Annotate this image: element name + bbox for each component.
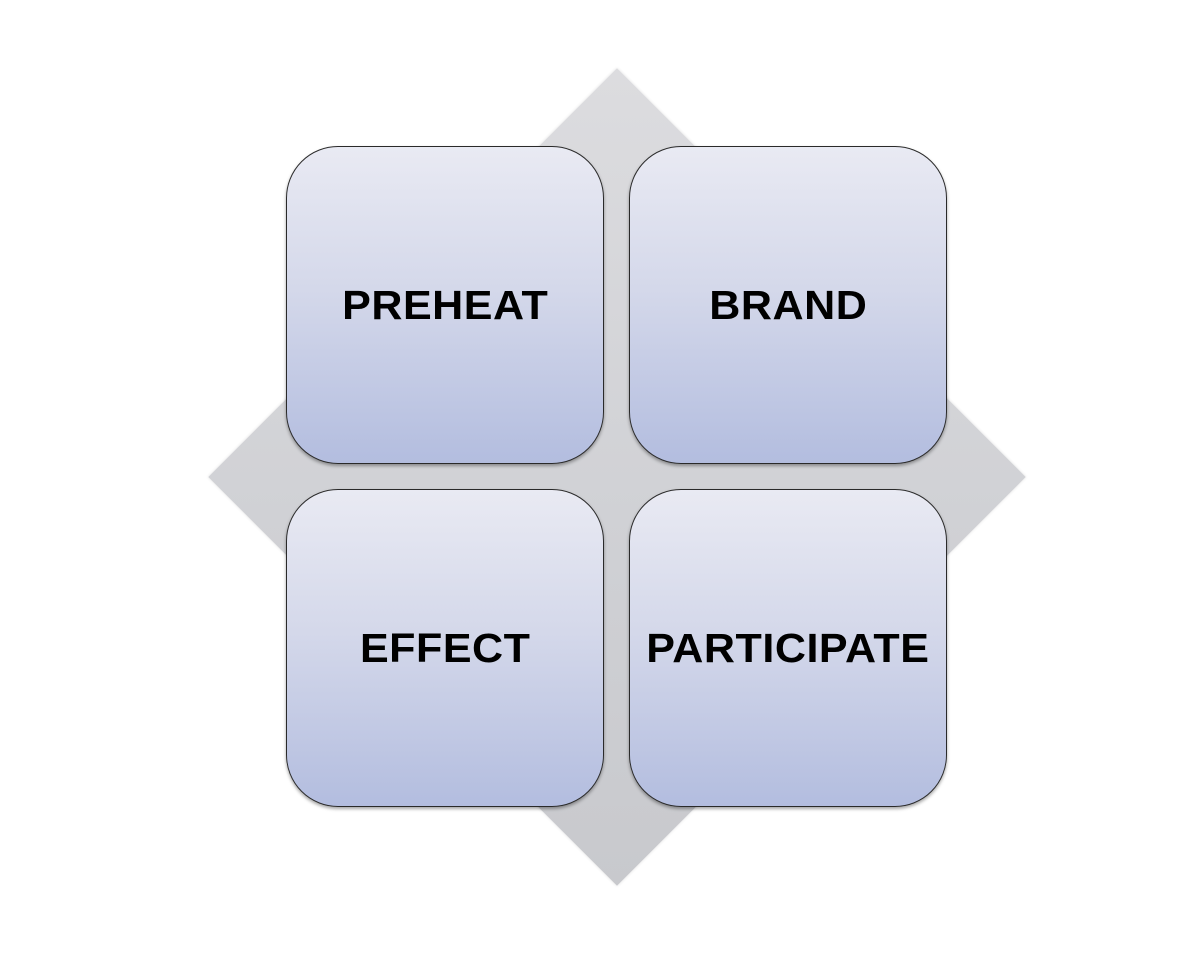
tile-brand: BRAND: [629, 146, 947, 464]
tile-effect: EFFECT: [286, 489, 604, 807]
tile-participate: PARTICIPATE: [629, 489, 947, 807]
tile-label: BRAND: [708, 281, 868, 328]
tile-preheat: PREHEAT: [286, 146, 604, 464]
tile-label: PARTICIPATE: [646, 624, 930, 671]
tile-label: EFFECT: [359, 624, 531, 671]
tile-label: PREHEAT: [341, 281, 549, 328]
